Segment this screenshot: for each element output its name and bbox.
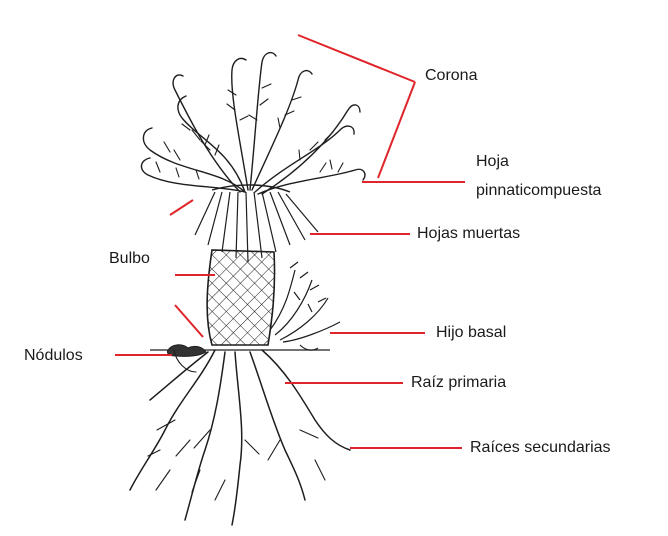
roots (130, 350, 350, 525)
label-corona: Corona (425, 66, 477, 86)
label-hojas-muertas: Hojas muertas (417, 224, 520, 244)
label-hoja-line1: Hoja (476, 152, 509, 172)
trunk (207, 250, 274, 345)
basal-offset (270, 262, 340, 350)
label-nodulos: Nódulos (24, 346, 83, 366)
coralloid-nodules (167, 345, 206, 357)
label-hoja-line2: pinnaticompuesta (476, 181, 601, 201)
label-raiz-primaria: Raíz primaria (411, 373, 506, 393)
label-hijo-basal: Hijo basal (436, 323, 506, 343)
crown-leaves (141, 53, 365, 194)
label-bulbo: Bulbo (109, 249, 150, 269)
label-raices-secundarias: Raíces secundarias (470, 438, 611, 458)
